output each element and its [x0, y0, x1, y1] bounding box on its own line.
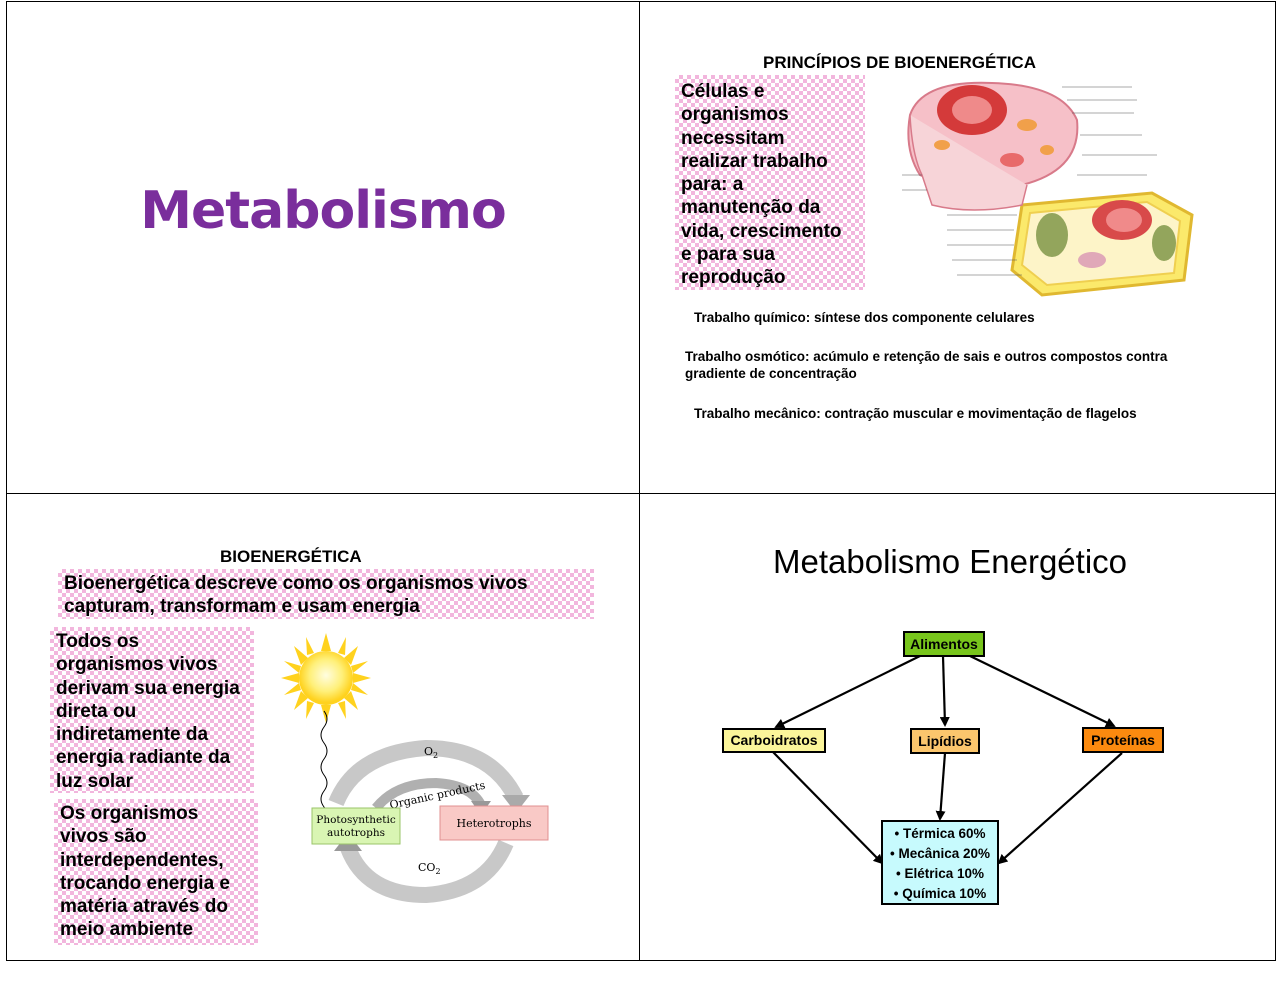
box-line: reprodução: [681, 267, 786, 289]
output-item: • Térmica 60%: [894, 826, 986, 841]
box-line: manutenção da: [681, 197, 821, 219]
slide-3: BIOENERGÉTICA Bioenergética descreve com…: [6, 493, 640, 961]
output-item: • Química 10%: [893, 886, 987, 901]
box-line: necessitam: [681, 127, 785, 149]
carboidratos-box: Carboidratos: [722, 728, 826, 753]
cell-illustration: [902, 81, 1194, 297]
work-item-line: Trabalho osmótico: acúmulo e retenção de…: [685, 349, 1168, 364]
box-line: interdependentes,: [60, 849, 224, 871]
intro-line: Bioenergética descreve como os organismo…: [64, 573, 528, 594]
box-line: Células e: [681, 81, 765, 102]
heterotrophs-box: [439, 805, 549, 841]
work-item-mechanical: Trabalho mecânico: contração muscular e …: [694, 406, 1137, 421]
work-item-osmotic: Trabalho osmótico: acúmulo e retenção de…: [685, 348, 1167, 382]
box-line: derivam sua energia: [56, 677, 240, 699]
o2-subscript: 2: [433, 751, 438, 760]
box-line: realizar trabalho: [681, 150, 828, 172]
interdependence-box: Os organismos vivos são interdependentes…: [54, 799, 258, 945]
work-item-chemical: Trabalho químico: síntese dos componente…: [694, 310, 1035, 325]
co2-text: CO: [418, 861, 435, 874]
box-line: luz solar: [56, 770, 134, 792]
energy-source-box: Todos os organismos vivos derivam sua en…: [50, 627, 254, 793]
diagram-arrows: [772, 655, 1123, 865]
box-line: organismos vivos: [56, 654, 218, 676]
bioenergetics-intro-box: Bioenergética descreve como os organismo…: [58, 569, 594, 619]
lipidios-box: Lipídios: [910, 728, 980, 754]
slide-heading: BIOENERGÉTICA: [220, 547, 362, 566]
box-line: trocando energia e: [60, 872, 230, 894]
slide-2: PRINCÍPIOS DE BIOENERGÉTICA Células e or…: [640, 1, 1276, 493]
intro-line: capturam, transformam e usam energia: [64, 596, 420, 618]
co2-subscript: 2: [435, 867, 440, 876]
box-line: indiretamente da: [56, 724, 209, 746]
energy-cycle-diagram: O2 Organic products CO2 Photosynthetic a…: [281, 633, 549, 904]
energy-outputs-box: • Térmica 60% • Mecânica 20% • Elétrica …: [881, 820, 999, 905]
box-line: para: a: [681, 174, 744, 196]
work-item-line: gradiente de concentração: [685, 366, 857, 381]
co2-label: CO2: [418, 861, 441, 876]
box-line: vivos são: [60, 826, 147, 848]
slide-title: Metabolismo Energético: [773, 543, 1128, 580]
box-line: direta ou: [56, 700, 137, 722]
box-line: Os organismos: [60, 803, 199, 824]
box-line: matéria através do: [60, 896, 228, 918]
box-line: organismos: [681, 104, 789, 126]
box-line: meio ambiente: [60, 919, 194, 941]
alimentos-box: Alimentos: [903, 631, 985, 657]
box-line: Todos os: [56, 631, 140, 652]
sun-icon: [281, 633, 371, 723]
slide-title: Metabolismo: [140, 181, 506, 241]
autotrophs-label-line: Photosynthetic: [316, 814, 396, 826]
autotrophs-box: [311, 807, 401, 845]
work-reasons-box: Células e organismos necessitam realizar…: [675, 75, 865, 290]
box-line: energia radiante da: [56, 747, 231, 769]
o2-label: O2: [424, 745, 438, 760]
slide-4: Metabolismo Energético Alimentos Carboid…: [640, 493, 1276, 961]
slide-1: Metabolismo: [6, 1, 640, 493]
proteinas-box: Proteínas: [1082, 727, 1164, 753]
box-line: e para sua: [681, 244, 775, 266]
o2-text: O: [424, 745, 433, 758]
output-item: • Mecânica 20%: [889, 846, 991, 861]
output-item: • Elétrica 10%: [895, 866, 985, 881]
autotrophs-label-line: autotrophs: [327, 827, 385, 839]
heterotrophs-label: Heterotrophs: [457, 817, 532, 830]
box-line: vida, crescimento: [681, 220, 842, 242]
slide-heading: PRINCÍPIOS DE BIOENERGÉTICA: [763, 53, 1036, 72]
